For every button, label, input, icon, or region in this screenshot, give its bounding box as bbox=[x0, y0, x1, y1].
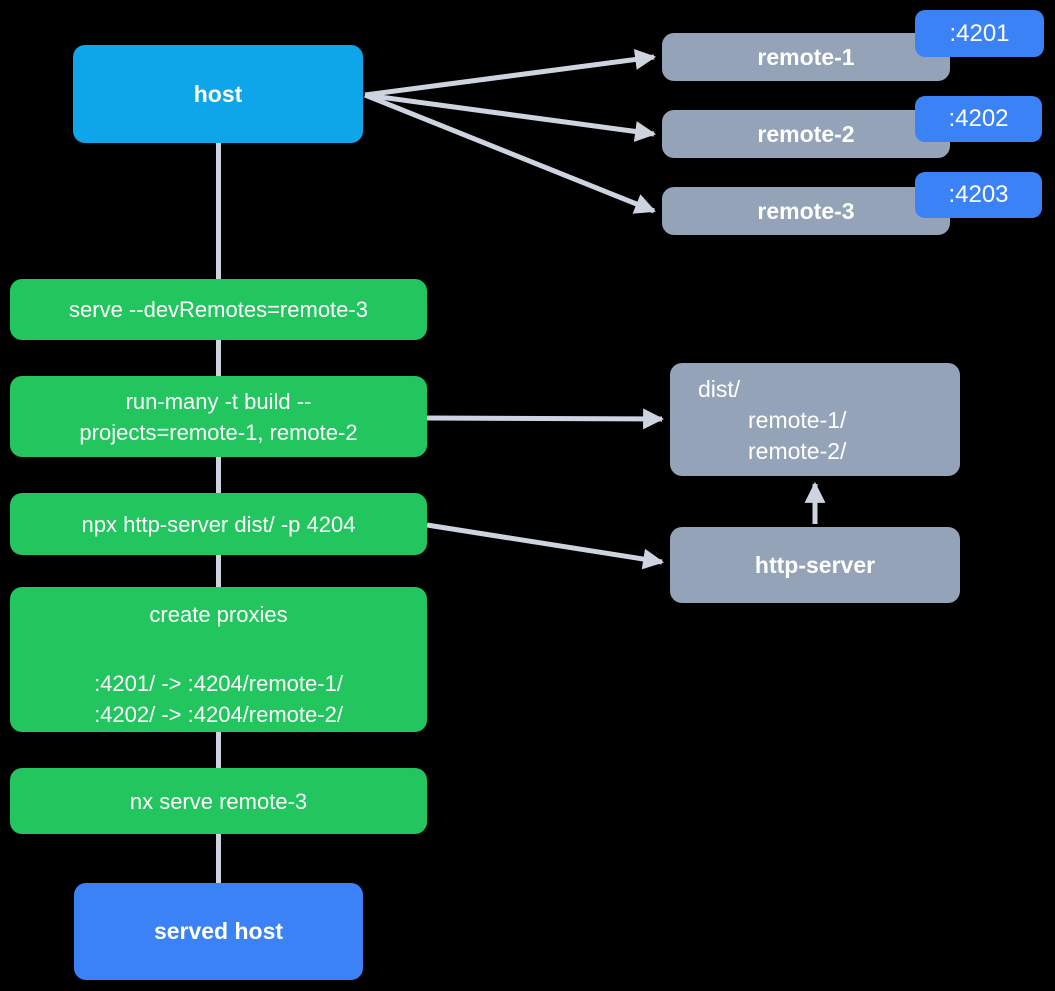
arrow-npx-httpserver bbox=[426, 522, 665, 570]
node-host-label: host bbox=[193, 80, 243, 107]
step-nx-serve-remote3: nx serve remote-3 bbox=[10, 768, 427, 834]
dist-root-label: dist/ bbox=[698, 376, 741, 402]
proxy-mapping-1: :4201/ -> :4204/remote-1/ bbox=[94, 671, 343, 696]
dist-child-remote-2: remote-2/ bbox=[748, 438, 847, 464]
step-create-proxies-title: create proxies bbox=[149, 602, 288, 627]
port-badge-4202-label: :4202 bbox=[948, 105, 1009, 132]
node-dist-folder: dist/ remote-1/ remote-2/ bbox=[670, 363, 960, 476]
node-remote-2: remote-2 bbox=[662, 110, 950, 158]
node-http-server: http-server bbox=[670, 527, 960, 603]
node-remote-1: remote-1 bbox=[662, 33, 950, 81]
step-npx-http-server-label: npx http-server dist/ -p 4204 bbox=[81, 511, 356, 537]
step-run-many-build: run-many -t build -- projects=remote-1, … bbox=[10, 376, 427, 457]
step-run-many-line2: projects=remote-1, remote-2 bbox=[79, 419, 358, 445]
node-remote-2-label: remote-2 bbox=[757, 120, 855, 147]
step-serve-devremotes: serve --devRemotes=remote-3 bbox=[10, 279, 427, 340]
node-served-host: served host bbox=[74, 883, 363, 980]
arrow-host-remote1 bbox=[364, 49, 657, 98]
dist-child-remote-1: remote-1/ bbox=[748, 407, 847, 433]
proxy-mapping-2: :4202/ -> :4204/remote-2/ bbox=[94, 702, 343, 727]
step-npx-http-server: npx http-server dist/ -p 4204 bbox=[10, 493, 427, 555]
port-badge-4202: :4202 bbox=[915, 96, 1042, 142]
arrow-runmany-dist bbox=[426, 408, 665, 430]
step-serve-devremotes-label: serve --devRemotes=remote-3 bbox=[69, 297, 368, 322]
node-remote-3: remote-3 bbox=[662, 187, 950, 235]
node-remote-3-label: remote-3 bbox=[757, 197, 855, 224]
port-badge-4201: :4201 bbox=[915, 10, 1044, 57]
port-badge-4201-label: :4201 bbox=[949, 19, 1010, 47]
arrow-host-remote3 bbox=[364, 92, 656, 214]
node-remote-1-label: remote-1 bbox=[757, 43, 855, 70]
step-create-proxies: create proxies :4201/ -> :4204/remote-1/… bbox=[10, 587, 427, 732]
port-badge-4203: :4203 bbox=[915, 172, 1042, 218]
node-http-server-label: http-server bbox=[754, 551, 876, 578]
step-nx-serve-remote3-label: nx serve remote-3 bbox=[129, 788, 308, 814]
arrow-host-remote2 bbox=[364, 92, 657, 142]
node-host: host bbox=[73, 45, 363, 143]
step-run-many-line1: run-many -t build -- bbox=[125, 388, 312, 414]
port-badge-4203-label: :4203 bbox=[948, 181, 1009, 208]
node-served-host-label: served host bbox=[153, 918, 284, 944]
